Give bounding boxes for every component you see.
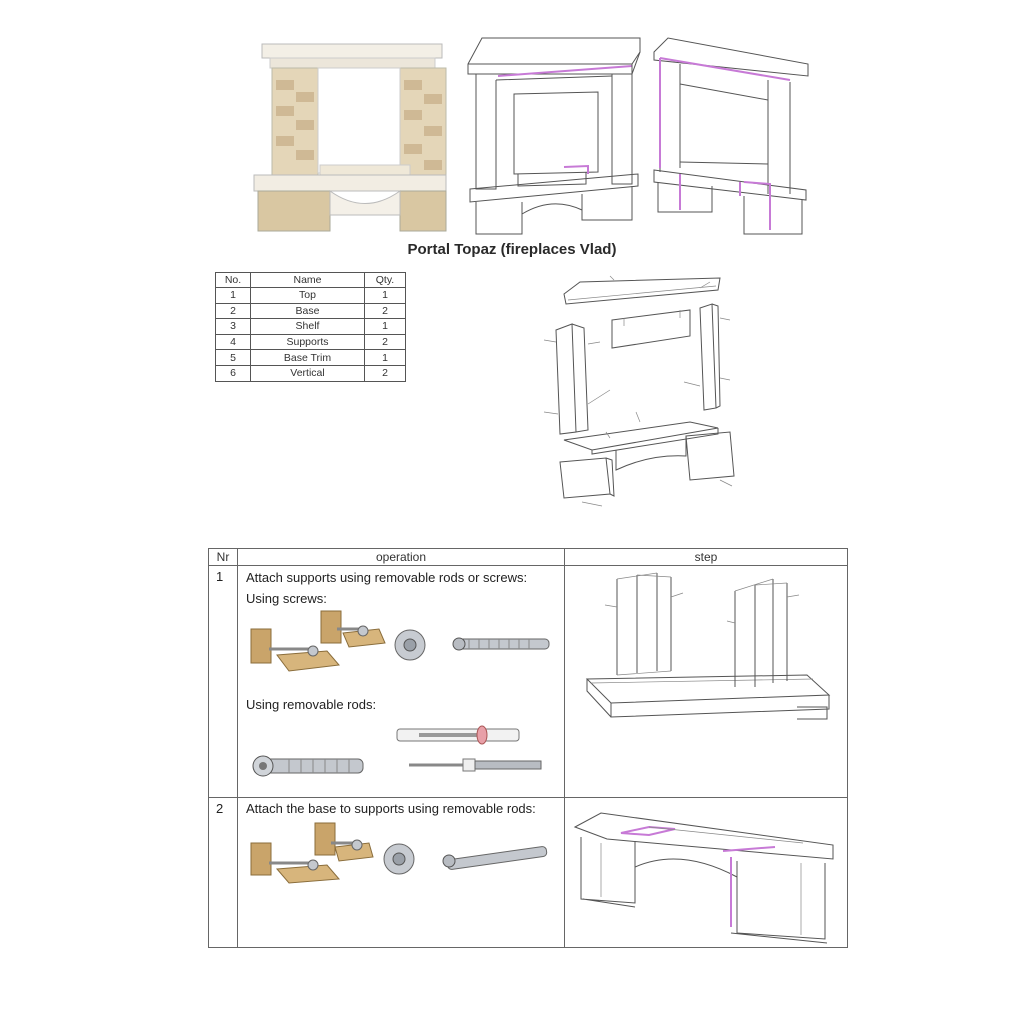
header-nr: Nr — [216, 550, 230, 564]
parts-table-header: No. Name Qty. — [215, 272, 406, 288]
row-name: Base Trim — [250, 349, 365, 366]
row-no: 5 — [215, 349, 251, 366]
row-1-instruction: Attach supports using removable rods or … — [246, 570, 528, 585]
row-name: Base — [250, 302, 365, 320]
row-name: Supports — [250, 333, 365, 351]
header-operation: operation — [375, 550, 427, 564]
row-no: 1 — [215, 287, 251, 304]
header-step: step — [694, 550, 718, 564]
row-1-number: 1 — [216, 569, 224, 584]
row-no: 3 — [215, 318, 251, 335]
row-qty: 2 — [364, 302, 406, 320]
row-qty: 1 — [364, 318, 406, 335]
row-1-screws-label: Using screws: — [246, 591, 327, 606]
row-name: Vertical — [250, 364, 365, 382]
step-1-drawing — [585, 572, 831, 720]
base-rods-image — [250, 822, 548, 884]
row-no: 6 — [215, 364, 251, 382]
header-no: No. — [215, 272, 251, 288]
header-qty: Qty. — [364, 272, 406, 288]
row-name: Shelf — [250, 318, 365, 335]
document-title: Portal Topaz (fireplaces Vlad) — [407, 241, 617, 258]
row-no: 2 — [215, 302, 251, 320]
row-2-number: 2 — [216, 801, 224, 816]
row-no: 4 — [215, 333, 251, 351]
fireplace-line-drawing-front — [467, 37, 641, 235]
row-name: Top — [250, 287, 365, 304]
row-1-rods-label: Using removable rods: — [246, 697, 377, 712]
removable-rods-image — [252, 725, 542, 777]
row-qty: 1 — [364, 349, 406, 366]
row-2-instruction: Attach the base to supports using remova… — [246, 801, 536, 816]
row-qty: 2 — [364, 333, 406, 351]
exploded-parts-diagram — [543, 275, 735, 507]
row-qty: 1 — [364, 287, 406, 304]
row-qty: 2 — [364, 364, 406, 382]
operations-table: Nr operation step 1 Attach supports usin… — [208, 548, 848, 948]
step-2-drawing — [573, 812, 834, 944]
fireplace-render-image — [253, 43, 447, 232]
screw-connectors-image — [250, 610, 550, 672]
fireplace-line-drawing-side — [653, 37, 809, 235]
header-name: Name — [250, 272, 365, 288]
